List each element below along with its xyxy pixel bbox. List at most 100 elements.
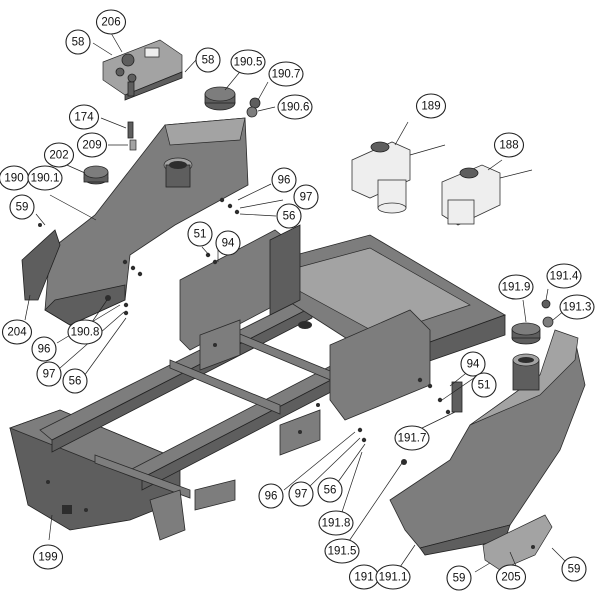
callout-58a: 58: [65, 29, 91, 55]
callout-59c: 59: [561, 556, 587, 582]
callout-text: 190.5: [234, 57, 263, 69]
callout-text: 96: [265, 491, 278, 503]
callout-191-4: 191.4: [546, 263, 582, 289]
callout-text: 94: [467, 359, 480, 371]
callout-text: 59: [568, 564, 581, 576]
part-191-3: [542, 316, 554, 328]
callout-191-3: 191.3: [559, 294, 595, 320]
callout-text: 190.7: [272, 69, 301, 81]
callout-191-8: 191.8: [318, 510, 354, 536]
callout-text: 202: [49, 150, 68, 162]
part-191-7: [451, 381, 463, 413]
callout-97a: 97: [293, 184, 319, 210]
callout-text: 204: [7, 327, 27, 339]
callout-text: 188: [499, 140, 518, 152]
callout-text: 59: [453, 573, 466, 585]
callout-text: 206: [101, 17, 120, 29]
callout-text: 97: [43, 369, 56, 381]
callout-94b: 94: [460, 351, 486, 377]
callout-174: 174: [68, 104, 100, 130]
callout-labels: 206 58 58 190.5 190.7 190.6 174 209 202 190 190.1 5…: [0, 9, 595, 591]
callout-205: 205: [495, 564, 527, 590]
callout-206: 206: [95, 9, 127, 35]
callout-191-9: 191.9: [498, 274, 534, 300]
tank-189: [351, 141, 446, 214]
callout-188: 188: [493, 132, 525, 158]
callout-text: 51: [478, 380, 491, 392]
callout-97b: 97: [36, 361, 62, 387]
callout-text: 59: [16, 202, 29, 214]
main-frame: [8, 224, 506, 541]
callout-text: 97: [295, 489, 308, 501]
callout-text: 56: [283, 211, 296, 223]
fuel-cap-191-9: [511, 322, 541, 345]
callout-text: 189: [421, 101, 440, 113]
callout-190-5: 190.5: [230, 49, 266, 75]
fuel-cap-202: [83, 165, 109, 185]
callout-text: 56: [324, 485, 337, 497]
callout-text: 174: [74, 112, 94, 124]
callout-56a: 56: [276, 203, 302, 229]
callout-text: 191.7: [398, 433, 427, 445]
callout-text: 191.4: [550, 271, 579, 283]
callout-text: 94: [222, 238, 235, 250]
callout-58b: 58: [195, 47, 221, 73]
callout-text: 199: [38, 552, 57, 564]
plate-205: [482, 514, 553, 571]
callout-199: 199: [32, 544, 64, 570]
callout-204: 204: [1, 319, 33, 345]
callout-text: 96: [278, 175, 291, 187]
callout-text: 190.6: [281, 102, 310, 114]
callout-96a: 96: [271, 167, 297, 193]
callout-text: 191.8: [322, 518, 351, 530]
callout-text: 191.9: [502, 282, 531, 294]
callout-text: 191.1: [379, 572, 408, 584]
callout-96c: 96: [258, 483, 284, 509]
part-209: [129, 139, 137, 151]
callout-59a: 59: [9, 194, 35, 220]
callout-189: 189: [415, 93, 447, 119]
part-174: [127, 121, 134, 139]
tank-188: [441, 164, 533, 226]
left-panel-204: [21, 229, 61, 301]
callout-190-8: 190.8: [67, 319, 103, 345]
callout-text: 191.5: [328, 546, 357, 558]
callout-text: 191.3: [563, 302, 592, 314]
callout-209: 209: [76, 132, 108, 158]
callout-190-6: 190.6: [277, 94, 313, 120]
callout-text: 58: [72, 37, 85, 49]
callout-202: 202: [43, 142, 75, 168]
callout-56b: 56: [62, 368, 88, 394]
callout-56c: 56: [317, 477, 343, 503]
callout-text: 205: [501, 572, 520, 584]
callout-text: 51: [194, 229, 207, 241]
callout-text: 190: [4, 173, 23, 185]
callout-text: 191: [354, 572, 373, 584]
leader-lines: [24, 32, 567, 573]
callout-51a: 51: [187, 221, 213, 247]
left-fender-tank: [44, 117, 249, 326]
callout-97c: 97: [288, 481, 314, 507]
callout-text: 96: [38, 344, 51, 356]
callout-191-7: 191.7: [394, 425, 430, 451]
callout-190-7: 190.7: [268, 61, 304, 87]
part-190-6: [246, 106, 258, 118]
callout-51b: 51: [471, 372, 497, 398]
callout-96b: 96: [31, 336, 57, 362]
right-fender-191: [389, 329, 586, 556]
callout-190-1: 190.1: [27, 165, 63, 191]
callout-191-5: 191.5: [324, 538, 360, 564]
callout-190: 190: [0, 165, 30, 191]
control-panel-206: [102, 39, 183, 101]
fasteners: [38, 197, 535, 549]
callout-59b: 59: [446, 565, 472, 591]
callout-text: 97: [300, 192, 313, 204]
callout-text: 56: [69, 376, 82, 388]
callout-94a: 94: [215, 230, 241, 256]
callout-191-1: 191.1: [375, 564, 411, 590]
part-191-4: [541, 299, 551, 309]
callout-text: 190.8: [71, 327, 100, 339]
callout-text: 209: [82, 140, 101, 152]
callout-text: 190.1: [31, 173, 60, 185]
